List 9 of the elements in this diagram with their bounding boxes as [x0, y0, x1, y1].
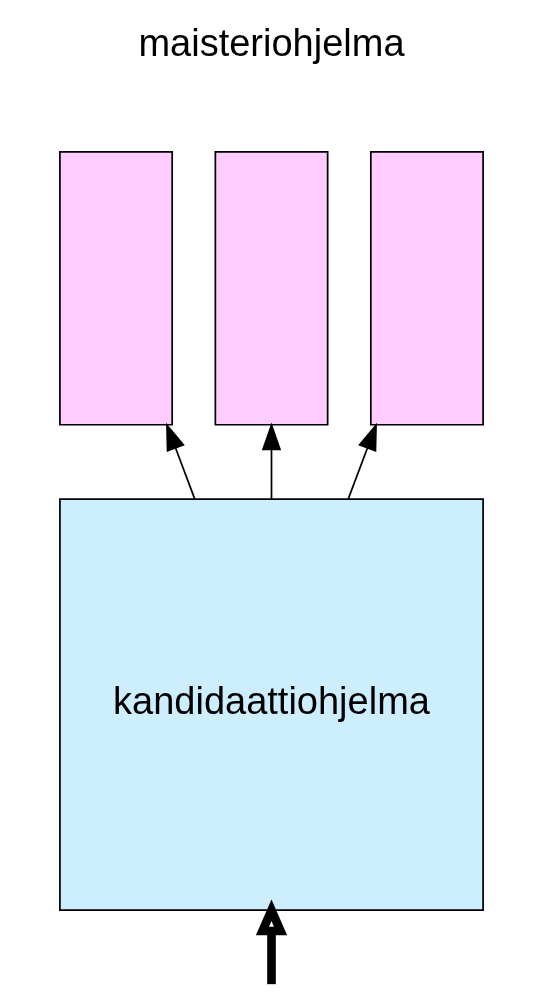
arrow: [255, 899, 288, 985]
node-box: [369, 150, 484, 426]
arrow: [261, 422, 282, 500]
node-box: [59, 150, 174, 426]
arrow: [166, 422, 196, 500]
node-box: [214, 150, 329, 426]
node-box: kandidaattiohjelma: [59, 498, 484, 911]
label: maisteriohjelma: [138, 22, 405, 65]
arrow: [347, 422, 377, 500]
